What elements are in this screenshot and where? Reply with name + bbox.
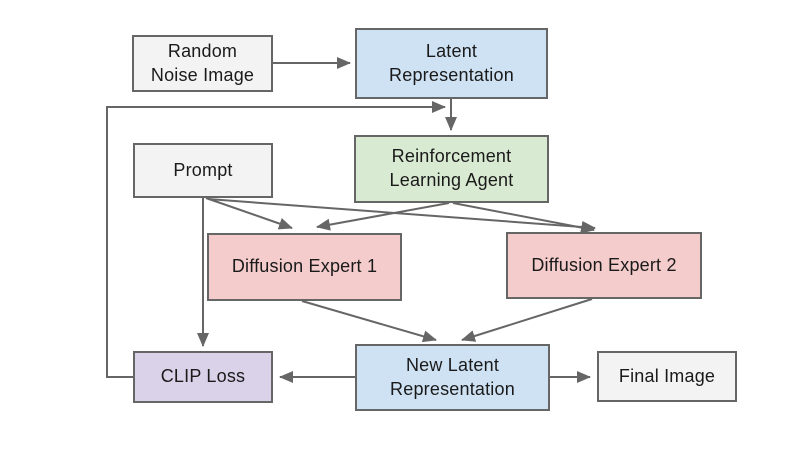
node-label: Noise Image bbox=[150, 64, 255, 85]
node-label: Learning Agent bbox=[389, 170, 514, 190]
node-clip-loss: CLIP Loss bbox=[133, 351, 273, 403]
node-label: Latent bbox=[425, 40, 478, 61]
arrow-expert2-to-new-latent bbox=[461, 298, 593, 342]
node-random-noise-image: Random Noise Image bbox=[132, 35, 273, 92]
arrow-rl-agent-to-expert2 bbox=[452, 202, 595, 234]
node-label: Final Image bbox=[618, 365, 716, 386]
node-latent-representation: Latent Representation bbox=[355, 28, 548, 99]
node-label: Diffusion Expert 1 bbox=[231, 256, 378, 277]
arrow-prompt-to-expert1 bbox=[205, 197, 293, 230]
node-label: Diffusion Expert 2 bbox=[531, 254, 677, 275]
node-label: Representation bbox=[389, 64, 514, 85]
node-label: New Latent bbox=[405, 354, 500, 375]
arrow-expert1-to-new-latent bbox=[301, 300, 437, 343]
node-label: Random bbox=[167, 40, 238, 61]
node-prompt: Prompt bbox=[133, 143, 273, 198]
node-label: Representation bbox=[390, 378, 515, 399]
arrow-clip-loss-to-latent-feedback bbox=[106, 101, 446, 378]
node-label: Prompt bbox=[173, 159, 233, 180]
node-diffusion-expert-1: Diffusion Expert 1 bbox=[207, 233, 402, 301]
node-final-image: Final Image bbox=[597, 351, 737, 402]
node-label: Reinforcement bbox=[391, 146, 512, 167]
node-diffusion-expert-2: Diffusion Expert 2 bbox=[506, 232, 702, 299]
node-reinforcement-learning-agent: Reinforcement Learning Agent bbox=[354, 135, 549, 203]
node-new-latent-representation: New Latent Representation bbox=[355, 344, 550, 411]
arrow-rl-agent-to-expert1 bbox=[316, 202, 450, 231]
node-label: CLIP Loss bbox=[160, 366, 246, 387]
arrow-prompt-to-expert2 bbox=[207, 198, 596, 234]
